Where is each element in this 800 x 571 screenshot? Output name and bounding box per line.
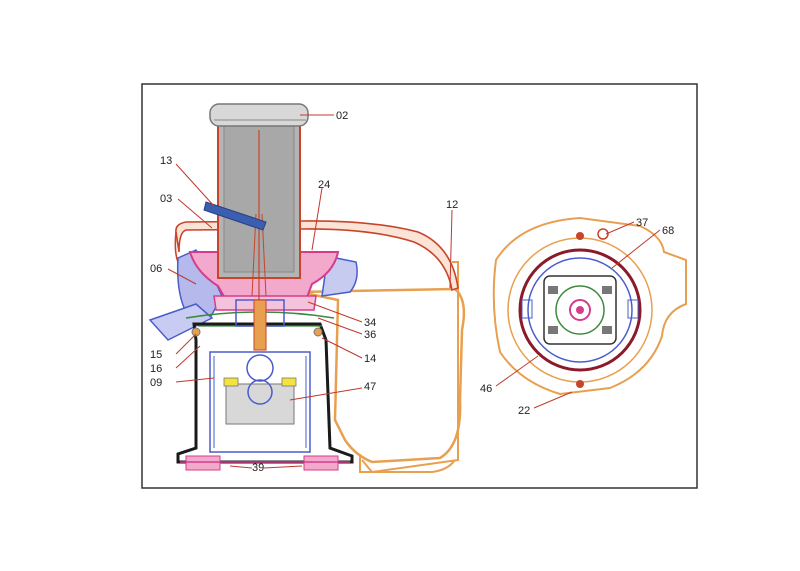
leader-lines [167,114,661,469]
leader-68 [611,229,661,269]
screw-left [191,327,201,337]
capacitor-37 [597,228,609,240]
leader-14 [321,337,363,359]
motor-top-housing [492,216,687,396]
label-06: 06 [150,263,162,275]
top-lug [576,232,584,240]
brush-4 [602,326,612,334]
leader-39 [229,465,253,469]
leader-39b [263,465,303,469]
leader-06 [167,268,197,285]
pulp-container-outlet [359,454,456,473]
terminal-left [521,299,533,319]
pulp-container-front [361,261,459,474]
motor-fan [246,354,274,382]
screw-right [313,327,323,337]
label-14: 14 [364,353,376,365]
motor-bracket-left [223,377,239,387]
terminal-right [627,299,639,319]
motor [209,351,311,453]
label-24: 24 [318,179,330,191]
pulp-container [299,287,466,464]
label-47: 47 [364,381,376,393]
label-68: 68 [662,225,674,237]
locking-lever [203,201,267,231]
foot-right [303,455,339,471]
brush-3 [548,326,558,334]
label-46: 46 [480,383,492,395]
part-labels: 02 13 03 24 12 06 34 36 15 16 14 09 47 3… [150,110,674,474]
juice-spout [148,303,214,341]
brush-2 [602,286,612,294]
label-37: 37 [636,217,648,229]
leader-47 [289,387,363,401]
motor-top-view [492,216,687,396]
leader-13 [175,163,215,207]
leader-34 [307,301,363,323]
leader-22 [533,391,573,409]
leader-36 [317,317,363,335]
leader-03 [177,198,213,229]
leader-12 [449,209,453,289]
label-13: 13 [160,155,172,167]
leader-46 [495,355,539,387]
label-12: 12 [446,199,458,211]
label-34: 34 [364,317,376,329]
leader-15 [175,333,197,355]
rotor-shaft [576,306,584,314]
motor-bracket-right [281,377,297,387]
motor-rotor [247,379,273,405]
label-16: 16 [150,363,162,375]
leader-16 [175,345,201,369]
motor-outer-ring [518,248,642,372]
leader-24 [311,187,323,251]
leader-37 [605,221,635,235]
motor-inner-ring [527,257,633,363]
motor-base [176,322,354,464]
foot-left [185,455,221,471]
drawing-frame [141,83,698,489]
label-36: 36 [364,329,376,341]
label-22: 22 [518,405,530,417]
label-09: 09 [150,377,162,389]
label-15: 15 [150,349,162,361]
brush-1 [548,286,558,294]
leader-09 [175,377,215,383]
bottom-lug [576,380,584,388]
rotor-inner [569,299,591,321]
pusher [209,103,309,127]
label-39: 39 [252,462,264,474]
stator-block [543,275,617,345]
label-03: 03 [160,193,172,205]
juicer-cross-section [148,103,466,474]
label-02: 02 [336,110,348,122]
rotor-outer [555,285,605,335]
drive-shaft [253,299,267,351]
